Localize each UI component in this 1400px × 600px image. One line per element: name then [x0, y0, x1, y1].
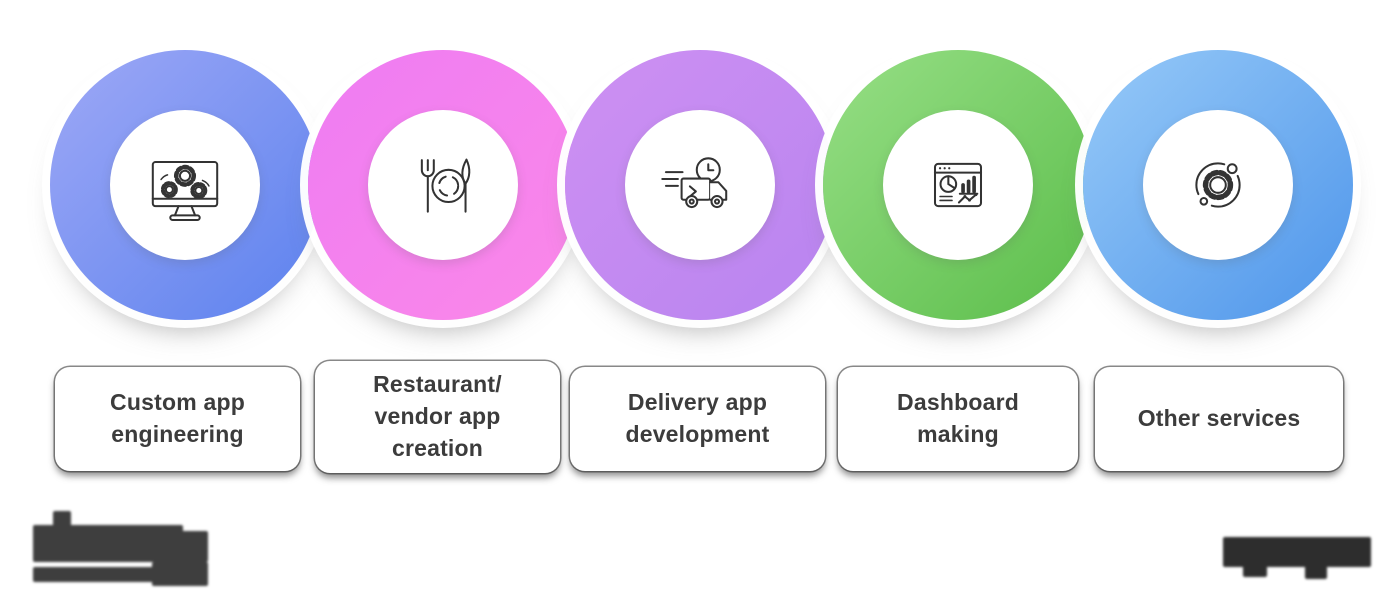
gear-orbit-icon [1195, 162, 1241, 208]
label-card-custom-app: Custom app engineering [55, 367, 300, 471]
ring-restaurant-app [308, 50, 578, 320]
ring-inner-circle [883, 110, 1033, 260]
label-card-dashboard: Dashboard making [838, 367, 1078, 471]
label-text: Delivery app development [625, 389, 770, 447]
ring-inner-circle [625, 110, 775, 260]
label-text: Restaurant/ vendor app creation [373, 371, 502, 461]
label-card-delivery-app: Delivery app development [570, 367, 825, 471]
label-text: Other services [1137, 405, 1301, 432]
ring-delivery-app [565, 50, 835, 320]
ring-custom-app [50, 50, 320, 320]
monitor-gears-icon [151, 160, 219, 221]
delivery-truck-icon [661, 157, 728, 209]
ring-inner-circle [1143, 110, 1293, 260]
label-text: Custom app engineering [110, 389, 245, 447]
label-card-other-services: Other services [1095, 367, 1343, 471]
label-text: Dashboard making [897, 389, 1019, 447]
ring-other-services [1083, 50, 1353, 320]
blurred-wordmark [1200, 0, 1400, 600]
ring-inner-circle [368, 110, 518, 260]
blurred-logo [0, 0, 220, 600]
ring-inner-circle [110, 110, 260, 260]
label-card-restaurant-app: Restaurant/ vendor app creation [315, 361, 560, 473]
fork-plate-knife-icon [420, 158, 471, 213]
dashboard-analytics-icon [933, 162, 983, 208]
ring-dashboard [823, 50, 1093, 320]
